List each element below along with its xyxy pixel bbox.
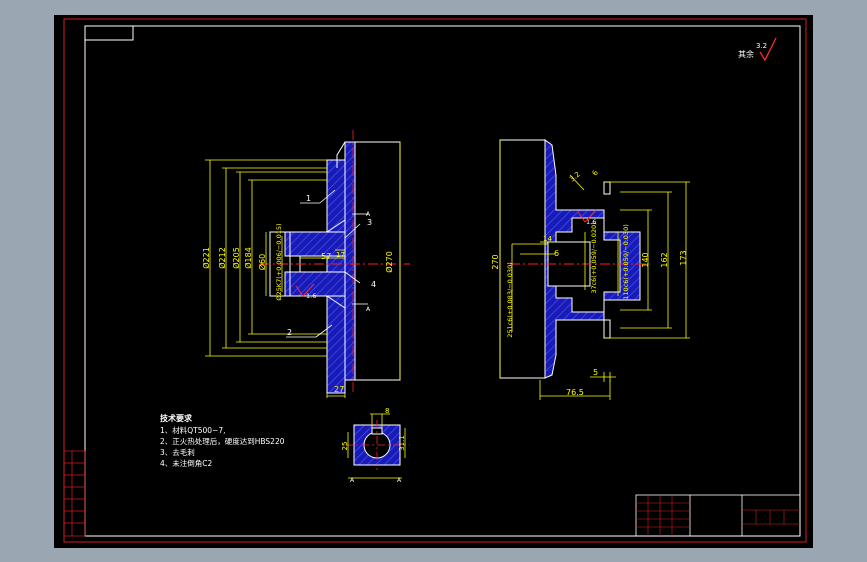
dim-roughness-1-6: 1.6 xyxy=(306,292,316,300)
dim-d184: Ø184 xyxy=(243,247,253,269)
drawing-number-box xyxy=(84,25,134,41)
section-mark-a-top: A xyxy=(366,211,371,218)
leader-label-2: 2 xyxy=(287,328,292,337)
dim-h140: 140 xyxy=(641,252,650,267)
dim-h162: 162 xyxy=(660,252,669,267)
section-mark-a-right: A xyxy=(397,477,402,484)
dim-17: 17 xyxy=(336,251,345,259)
key-height: 25 xyxy=(341,442,349,451)
dim-w14: 14 xyxy=(543,235,552,243)
key-width: 8 xyxy=(385,407,389,415)
note-item-2: 2、正火热处理后，硬度达到HBS220 xyxy=(160,436,285,446)
drawing-sheet xyxy=(54,15,813,548)
roughness-note: 其余 xyxy=(738,49,754,59)
dim-d270: Ø270 xyxy=(384,251,394,273)
note-item-3: 3、去毛刺 xyxy=(160,447,195,457)
key-depth: 31.1 xyxy=(398,435,406,451)
dim-h173: 173 xyxy=(679,250,688,265)
dim-fit-251: 251c6(+0.083/−0.030) xyxy=(506,262,514,338)
dim-top-6: 6 xyxy=(591,169,600,177)
note-item-4: 4、未注倒角C2 xyxy=(160,458,213,468)
section-mark-a-bottom: A xyxy=(366,306,371,313)
section-mark-a-left: A xyxy=(350,477,355,484)
technical-notes: 技术要求 1、材料QT500−7, 2、正火热处理后，硬度达到HBS220 3、… xyxy=(160,413,285,468)
leader-label-1: 1 xyxy=(306,194,311,203)
dim-bore-fit: Ø25K7(+0.006/−0.015) xyxy=(275,223,283,300)
roughness-mark: 其余 3.2 xyxy=(738,37,777,62)
dim-w6: 6 xyxy=(554,249,559,258)
leader-label-4: 4 xyxy=(371,280,376,289)
margin-revision-table xyxy=(63,450,86,537)
key-section-view: 8 25 31.1 A A xyxy=(341,407,410,484)
leader-label-3: 3 xyxy=(367,218,372,227)
dim-w5: 5 xyxy=(593,368,598,377)
dim-d60: Ø60 xyxy=(257,254,267,270)
dim-fit-37: 37c6(+0.059/−0.020) xyxy=(590,222,598,293)
dim-h270: 270 xyxy=(491,254,500,269)
dim-fit-110: 110c6(+0.059/−0.030) xyxy=(622,224,630,300)
inner-frame xyxy=(84,25,801,537)
dim-roughness-1-6-right: 1.6 xyxy=(586,218,596,226)
dim-27: 27 xyxy=(334,385,344,394)
notes-heading: 技术要求 xyxy=(160,413,193,423)
left-section-view: Ø221 Ø212 Ø205 Ø184 Ø60 Ø25K7(+0.006/−0.… xyxy=(201,130,410,398)
title-block xyxy=(635,494,801,537)
dim-d212: Ø212 xyxy=(217,247,227,269)
dim-d205: Ø205 xyxy=(231,247,241,269)
dim-w76-5: 76.5 xyxy=(566,388,584,397)
outer-frame xyxy=(63,18,807,543)
right-section-view: 270 251c6(+0.083/−0.030) 37c6(+0.059/−0.… xyxy=(491,139,690,400)
roughness-value: 3.2 xyxy=(756,42,767,50)
dim-d221: Ø221 xyxy=(201,247,211,269)
dim-57: 57 xyxy=(321,252,331,261)
note-item-1: 1、材料QT500−7, xyxy=(160,425,226,435)
